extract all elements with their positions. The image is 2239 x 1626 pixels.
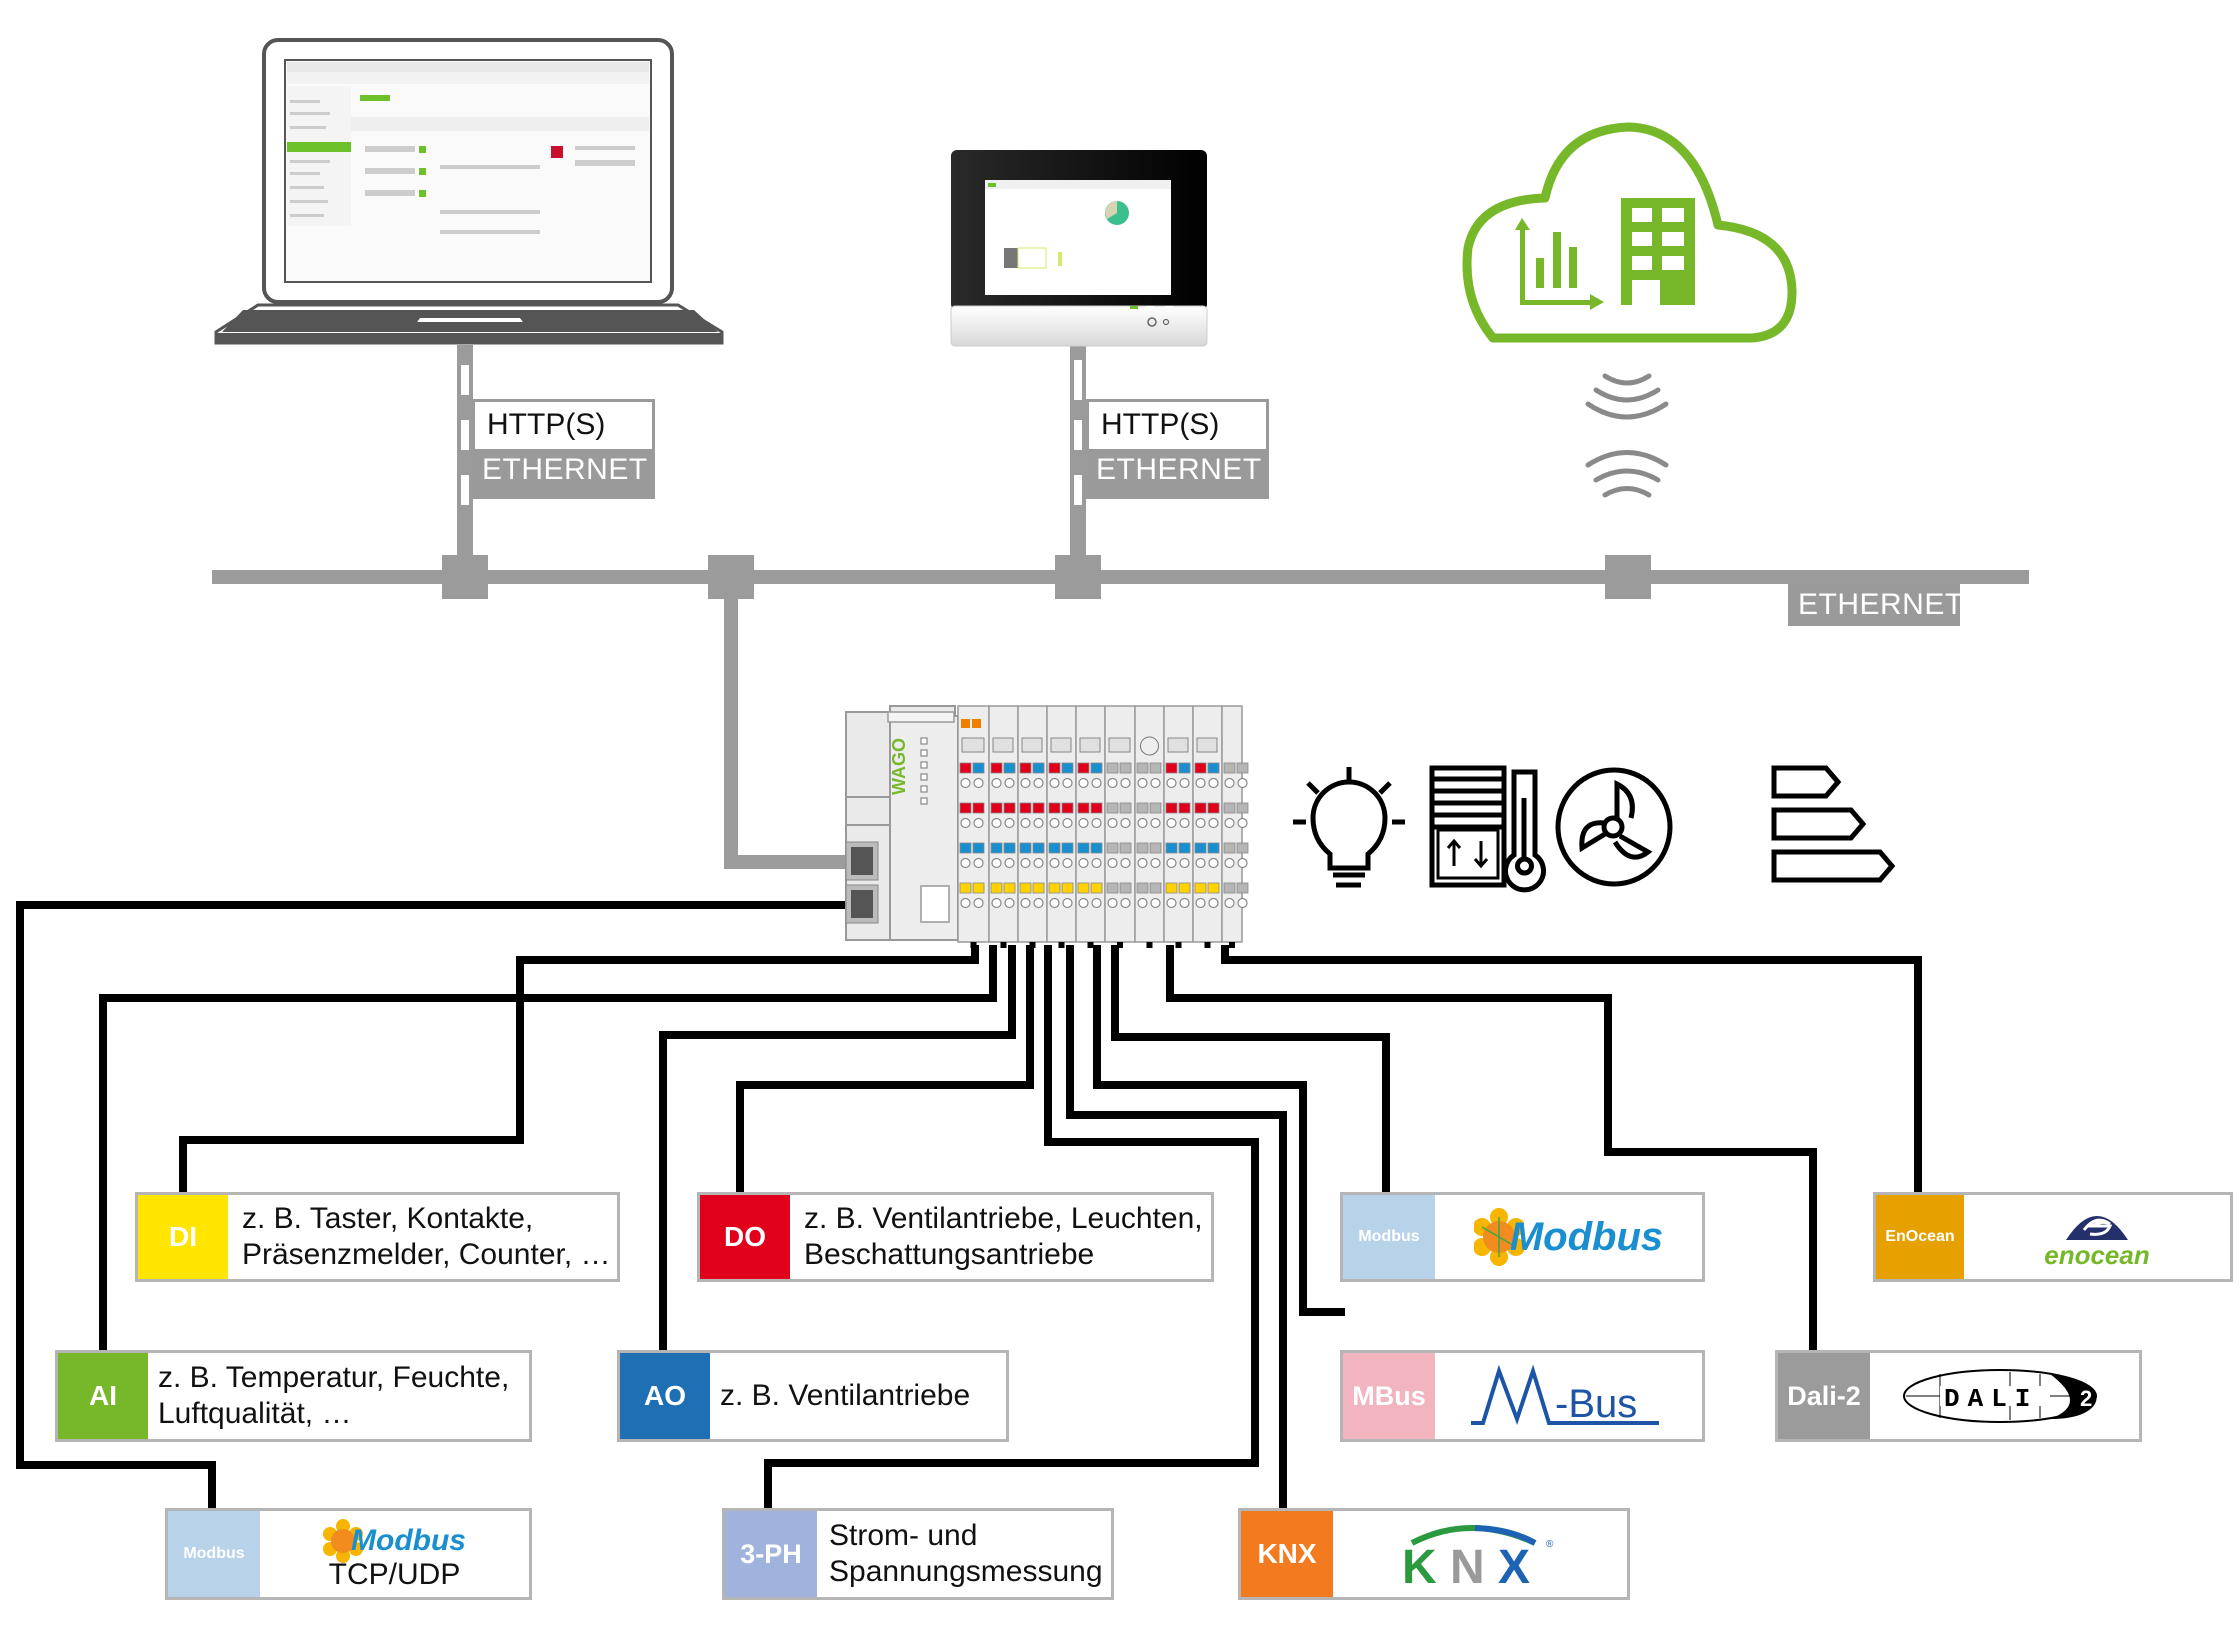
protocol-tag-mbus: MBus — [1343, 1353, 1435, 1439]
dali-logo-text: DALI — [1944, 1384, 2038, 1414]
knx-logo: K N X ® — [1333, 1511, 1627, 1597]
modbus-logo: Modbus — [1435, 1195, 1702, 1279]
mbus-logo: -Bus — [1435, 1353, 1702, 1439]
svg-text:®: ® — [1546, 1539, 1554, 1550]
dali-logo-graphic: DALI 2 — [1902, 1369, 2097, 1423]
modbus-logo-text: Modbus — [1509, 1214, 1664, 1259]
io-tag-ao: AO — [620, 1353, 710, 1439]
protocol-box-modbus-tcp: Modbus Modbus TCP/UDP — [165, 1508, 532, 1600]
protocol-box-knx: KNX K N X ® — [1238, 1508, 1630, 1600]
laptop-ethernet-drop — [457, 345, 473, 557]
protocol-box-mbus: MBus -Bus — [1340, 1350, 1705, 1442]
wire-3ph — [764, 945, 1259, 1508]
bus-junction-cloud — [1605, 555, 1651, 599]
ethernet-label-panel: ETHERNET — [1086, 449, 1269, 499]
controller-ethernet-link — [724, 597, 848, 869]
io-tag-di: DI — [138, 1195, 228, 1279]
io-box-di: DI z. B. Taster, Kontakte,Präsenzmelder,… — [135, 1192, 620, 1282]
modbus-logo-icon — [323, 1519, 363, 1563]
dali-logo: DALI 2 — [1870, 1353, 2139, 1439]
wireless-icon — [1585, 373, 1669, 498]
protocol-tag-knx: KNX — [1241, 1511, 1333, 1597]
wire-ai — [99, 945, 997, 1350]
io-desc-line: z. B. Temperatur, Feuchte, — [158, 1361, 510, 1394]
panel-ethernet-drop — [1070, 345, 1086, 557]
io-tag-ai: AI — [58, 1353, 148, 1439]
modbus-tcp-sub: TCP/UDP — [328, 1558, 461, 1591]
modbus-tcp-logo: Modbus TCP/UDP — [260, 1511, 529, 1597]
protocol-tag-enocean: EnOcean — [1876, 1195, 1964, 1279]
mbus-logo-graphic: -Bus — [1470, 1364, 1659, 1426]
wire-ao — [659, 945, 1016, 1350]
protocol-box-modbus: Modbus Modbus — [1340, 1192, 1705, 1282]
io-box-ai: AI z. B. Temperatur, Feuchte,Luftqualitä… — [55, 1350, 532, 1442]
modbus-logo-icon — [1473, 1208, 1524, 1266]
io-box-do: DO z. B. Ventilantriebe, Leuchten,Bescha… — [697, 1192, 1214, 1282]
protocol-box-dali: Dali-2 DALI 2 — [1775, 1350, 2142, 1442]
protocol-tag-modbus-tcp: Modbus — [168, 1511, 260, 1597]
bus-junction-laptop — [442, 555, 488, 599]
ethernet-bus-label: ETHERNET — [1788, 584, 1963, 626]
io-desc-line: Luftqualität, … — [158, 1397, 352, 1430]
bus-junction-panel — [1055, 555, 1101, 599]
modbus-logo-text: Modbus — [351, 1524, 466, 1557]
wire-modbus — [1111, 945, 1390, 1192]
io-desc-line: Strom- und — [829, 1519, 978, 1552]
enocean-logo-icon — [2066, 1216, 2128, 1240]
io-box-ao: AO z. B. Ventilantriebe — [617, 1350, 1009, 1442]
knx-logo-graphic: K N X ® — [1402, 1525, 1554, 1589]
io-tag-do: DO — [700, 1195, 790, 1279]
io-desc-line: Präsenzmelder, Counter, … — [242, 1238, 611, 1271]
enocean-logo-text: enocean — [2044, 1240, 2150, 1270]
mbus-logo-text: -Bus — [1555, 1382, 1637, 1426]
http-label-laptop: HTTP(S) — [472, 399, 655, 449]
enocean-logo: enocean — [1964, 1195, 2230, 1279]
wire-di — [179, 945, 979, 1192]
http-label-panel: HTTP(S) — [1086, 399, 1269, 449]
wire-mbus — [1093, 945, 1345, 1316]
protocol-tag-modbus: Modbus — [1343, 1195, 1435, 1279]
io-desc-line: Spannungsmessung — [829, 1555, 1103, 1588]
wire-modbus-tcp — [16, 901, 848, 1508]
field-wiring — [16, 901, 1922, 1508]
protocol-tag-dali: Dali-2 — [1778, 1353, 1870, 1439]
io-desc-line: z. B. Taster, Kontakte, — [242, 1202, 534, 1235]
io-desc-line: z. B. Ventilantriebe, Leuchten, — [804, 1202, 1203, 1235]
io-desc-line: Beschattungsantriebe — [804, 1238, 1095, 1271]
wire-do — [736, 945, 1034, 1192]
knx-letter-k: K — [1402, 1541, 1437, 1589]
protocol-box-enocean: EnOcean enocean — [1873, 1192, 2233, 1282]
svg-text:2: 2 — [2080, 1386, 2092, 1411]
wire-enocean — [1221, 945, 1922, 1192]
wire-dali — [1166, 945, 1817, 1350]
ethernet-label-laptop: ETHERNET — [472, 449, 655, 499]
io-desc-line: z. B. Ventilantriebe — [720, 1379, 971, 1412]
knx-letter-x: X — [1498, 1541, 1530, 1589]
io-tag-3ph: 3-PH — [725, 1511, 817, 1597]
wire-knx — [1066, 945, 1287, 1508]
knx-letter-n: N — [1450, 1541, 1485, 1589]
ethernet-bus — [212, 570, 2029, 584]
bus-junction-controller — [708, 555, 754, 599]
